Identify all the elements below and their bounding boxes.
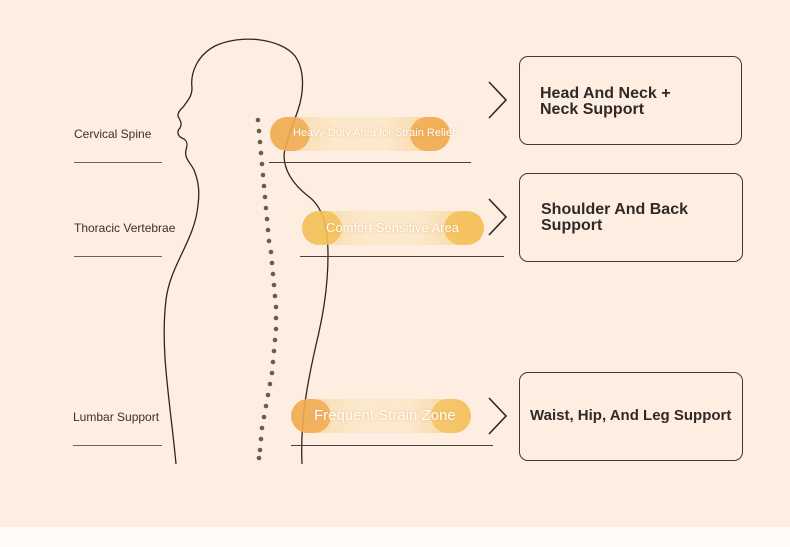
zone-label-strain-relief: Heavy-Duty Area for Strain Relief — [293, 127, 456, 139]
label-underline — [74, 162, 162, 163]
strain-relief-zone — [270, 117, 450, 151]
box-line: Head And Neck + — [540, 85, 671, 102]
spine-dots — [255, 117, 279, 461]
box-line: Waist, Hip, And Leg Support — [530, 407, 732, 424]
zone-underline — [291, 445, 493, 446]
chevron-right-icon — [488, 198, 508, 236]
zone-underline — [300, 256, 504, 257]
label-lumbar-support: Lumbar Support — [73, 410, 160, 424]
chevron-right-icon — [488, 397, 508, 435]
label-underline — [73, 445, 162, 446]
box-line: Support — [541, 217, 603, 234]
head-neck-support-box — [519, 56, 742, 145]
box-line: Neck Support — [540, 101, 645, 118]
frequent-strain-zone — [291, 399, 471, 433]
waist-hip-leg-support-text: Waist, Hip, And Leg Support — [530, 408, 731, 424]
shoulder-back-support-box — [519, 173, 743, 262]
zone-underline — [269, 162, 471, 163]
chevron-right-icon — [488, 81, 508, 119]
label-underline — [74, 256, 162, 257]
comfort-sensitive-zone — [302, 211, 484, 245]
box-line: Shoulder And Back — [541, 201, 688, 218]
zone-label-comfort-sensitive: Comfort Sensitive Area — [326, 220, 459, 235]
label-cervical-spine: Cervical Spine — [74, 127, 152, 141]
label-thoracic-vertebrae: Thoracic Vertebrae — [74, 221, 176, 235]
zone-label-frequent-strain: Frequent Strain Zone — [314, 407, 456, 424]
head-neck-support-text: Head And Neck + Neck Support — [540, 86, 671, 118]
bottom-strip — [0, 527, 790, 547]
shoulder-back-support-text: Shoulder And Back Support — [541, 202, 688, 234]
waist-hip-leg-support-box — [519, 372, 743, 461]
